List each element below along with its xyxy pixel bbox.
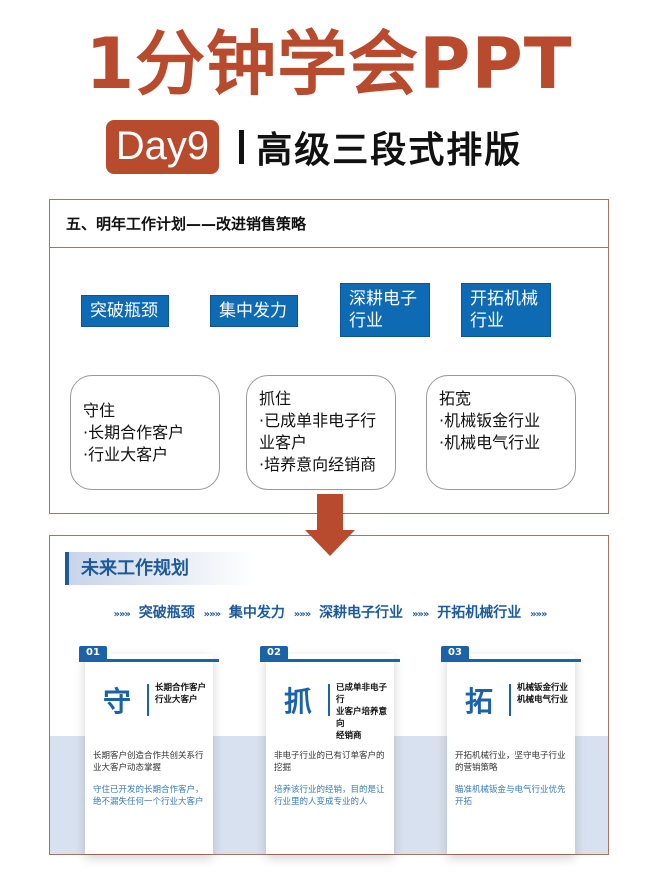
card-description: 非电子行业的已有订单客户的挖掘 bbox=[274, 751, 385, 773]
card-keys: 长期合作客户 行业大客户 bbox=[155, 682, 213, 706]
step-label: 开拓机械行业 bbox=[437, 605, 522, 621]
strategy-label: 深耕电子 bbox=[349, 289, 417, 309]
strategy-label: 行业 bbox=[349, 311, 383, 331]
strategy-label: 行业 bbox=[470, 311, 504, 331]
card-number: 03 bbox=[441, 646, 469, 659]
strategy-label: 突破瓶颈 bbox=[90, 301, 158, 321]
box-line: ·机械钣金行业 bbox=[439, 411, 541, 430]
box-line: ·机械电气行业 bbox=[439, 433, 541, 452]
box-line: ·已成单非电子行 bbox=[259, 411, 377, 430]
plan-card: 01 守 长期合作客户 行业大客户 长期客户创造合作共创关系行业大客户动态掌握 … bbox=[79, 646, 219, 854]
plan-card: 02 抓 已成单非电子行 业客户培养意向 经销商 非电子行业的已有订单客户的挖掘… bbox=[260, 646, 400, 854]
strategy-box: 深耕电子 行业 bbox=[340, 283, 430, 337]
card-number: 01 bbox=[79, 646, 107, 659]
card-number: 02 bbox=[260, 646, 288, 659]
slide-heading: 五、明年工作计划——改进销售策略 bbox=[50, 200, 608, 248]
steps-row: »»» 突破瓶颈 »»» 集中发力 »»» 深耕电子行业 »»» 开拓机械行业 … bbox=[50, 602, 610, 622]
page-title: 1分钟学会PPT bbox=[85, 23, 573, 105]
box-line: 业客户 bbox=[259, 433, 308, 452]
subtitle-row: Day9 高级三段式排版 bbox=[0, 120, 658, 174]
step-label: 集中发力 bbox=[228, 605, 285, 621]
chevron-icon: »»» bbox=[293, 609, 311, 620]
strategy-box: 开拓机械 行业 bbox=[461, 283, 551, 337]
card-divider bbox=[147, 684, 149, 716]
card-keys: 已成单非电子行 业客户培养意向 经销商 bbox=[336, 682, 394, 742]
down-arrow-icon bbox=[305, 494, 355, 556]
card-key: 业客户培养意向 bbox=[336, 707, 388, 729]
plan-card: 03 拓 机械钣金行业 机械电气行业 开拓机械行业，坚守电子行业的营销策略 瞄准… bbox=[441, 646, 581, 854]
card-key-char: 拓 bbox=[465, 685, 494, 718]
card-description: 长期客户创造合作共创关系行业大客户动态掌握 bbox=[93, 751, 204, 773]
card-goal: 瞄准机械钣金与电气行业优先开拓 bbox=[455, 785, 566, 807]
card-key: 长期合作客户 bbox=[155, 683, 207, 693]
box-title: 抓住 bbox=[259, 389, 292, 408]
step-label: 深耕电子行业 bbox=[319, 605, 404, 621]
box-line: ·培养意向经销商 bbox=[259, 455, 377, 474]
box-line: ·行业大客户 bbox=[83, 445, 169, 464]
strategy-detail-box: 抓住 ·已成单非电子行 业客户 ·培养意向经销商 bbox=[246, 375, 396, 490]
section-title: 未来工作规划 bbox=[65, 552, 255, 585]
card-key-char: 守 bbox=[103, 685, 132, 718]
card-key: 机械钣金行业 bbox=[517, 683, 569, 693]
before-slide: 五、明年工作计划——改进销售策略 突破瓶颈 集中发力 深耕电子 行业 开拓机械 … bbox=[49, 199, 609, 514]
card-top-line bbox=[441, 659, 581, 662]
chevron-icon: »»» bbox=[530, 609, 547, 620]
card-keys: 机械钣金行业 机械电气行业 bbox=[517, 682, 575, 706]
strategy-box: 突破瓶颈 bbox=[81, 295, 169, 327]
separator-bar bbox=[239, 130, 245, 164]
box-title: 拓宽 bbox=[439, 389, 472, 408]
chevron-icon: »»» bbox=[113, 609, 131, 620]
strategy-detail-box: 拓宽 ·机械钣金行业 ·机械电气行业 bbox=[426, 375, 576, 490]
subtitle: 高级三段式排版 bbox=[256, 130, 523, 171]
card-key: 机械电气行业 bbox=[517, 695, 569, 705]
card-key: 已成单非电子行 bbox=[336, 683, 388, 705]
strategy-box: 集中发力 bbox=[210, 295, 298, 327]
card-goal: 培养该行业的经销，目的是让行业里的人变成专业的人 bbox=[274, 785, 385, 807]
after-slide: 未来工作规划 »»» 突破瓶颈 »»» 集中发力 »»» 深耕电子行业 »»» … bbox=[49, 535, 609, 855]
chevron-icon: »»» bbox=[411, 609, 429, 620]
chevron-icon: »»» bbox=[203, 609, 221, 620]
step-label: 突破瓶颈 bbox=[138, 605, 195, 621]
card-divider bbox=[328, 684, 330, 716]
card-key: 行业大客户 bbox=[155, 695, 198, 705]
card-divider bbox=[509, 684, 511, 716]
card-key: 经销商 bbox=[336, 731, 362, 741]
card-description: 开拓机械行业，坚守电子行业的营销策略 bbox=[455, 751, 566, 773]
strategy-label: 集中发力 bbox=[219, 301, 287, 321]
box-title: 守住 bbox=[83, 401, 116, 420]
strategy-label: 开拓机械 bbox=[470, 289, 538, 309]
card-top-line bbox=[260, 659, 400, 662]
card-top-line bbox=[79, 659, 219, 662]
strategy-detail-box: 守住 ·长期合作客户 ·行业大客户 bbox=[70, 375, 220, 490]
day-badge: Day9 bbox=[105, 120, 220, 174]
card-goal: 守住已开发的长期合作客户，绝不漏失任何一个行业大客户 bbox=[93, 785, 204, 807]
card-key-char: 抓 bbox=[284, 685, 313, 718]
box-line: ·长期合作客户 bbox=[83, 423, 185, 442]
